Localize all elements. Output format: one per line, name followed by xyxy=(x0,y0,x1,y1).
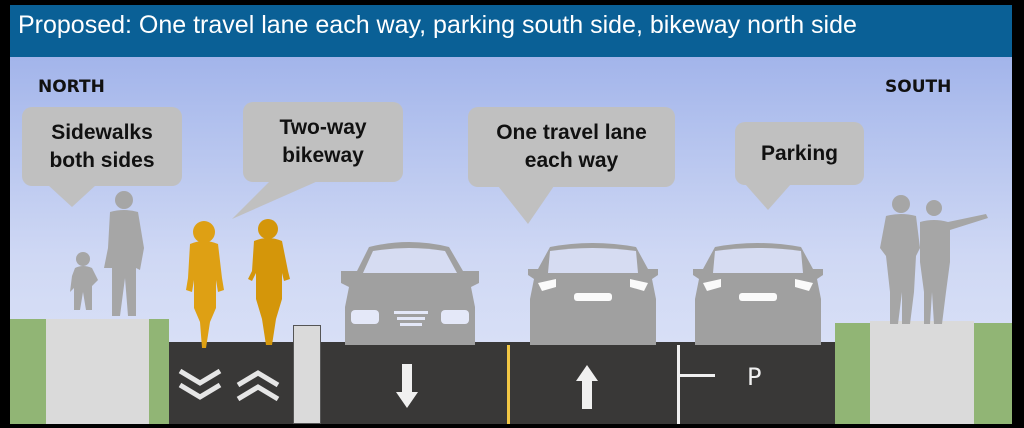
car-front-icon xyxy=(341,242,479,345)
callout-text: bikeway xyxy=(282,144,364,167)
callout-tail xyxy=(48,185,96,207)
callout-text: One travel lane xyxy=(496,121,647,144)
callout-parking: Parking xyxy=(735,122,864,185)
buffer-post xyxy=(293,325,321,424)
page-title: Proposed: One travel lane each way, park… xyxy=(18,11,857,39)
callout-bikeway: Two-way bikeway xyxy=(243,102,403,182)
parking-symbol: P xyxy=(747,363,762,391)
south-planting-strip xyxy=(974,323,1012,424)
title-bar: Proposed: One travel lane each way, park… xyxy=(10,5,1012,57)
south-planting-strip-inner xyxy=(835,323,870,424)
callout-text: Parking xyxy=(760,141,839,165)
south-sidewalk xyxy=(870,321,974,424)
callout-text: Two-way xyxy=(279,116,367,139)
pedestrians-south-icon xyxy=(880,195,988,324)
callout-text: both sides xyxy=(49,148,155,172)
callout-tail xyxy=(745,184,791,210)
callout-tail xyxy=(232,181,318,219)
cyclist-icon xyxy=(186,221,224,348)
cyclist-icon xyxy=(248,219,290,345)
callout-text: each way xyxy=(524,149,619,172)
north-planting-strip xyxy=(10,319,46,424)
callout-text: Sidewalks xyxy=(51,120,153,144)
roadway xyxy=(169,342,835,424)
pedestrians-north-icon xyxy=(70,191,144,316)
south-label: SOUTH xyxy=(885,77,952,97)
parking-edge-line xyxy=(677,345,680,424)
chevron-up-icon xyxy=(236,370,280,402)
north-planting-strip-inner xyxy=(149,319,169,424)
callout-travel-lanes: One travel lane each way xyxy=(468,107,675,187)
north-label: NORTH xyxy=(38,77,105,97)
car-rear-icon xyxy=(528,243,658,345)
callout-tail xyxy=(498,186,554,224)
street-cross-section: Proposed: One travel lane each way, park… xyxy=(10,5,1012,424)
callout-sidewalks: Sidewalks both sides xyxy=(22,107,182,186)
north-sidewalk xyxy=(46,319,149,424)
arrow-up-icon xyxy=(576,365,598,409)
center-line xyxy=(507,345,510,424)
parking-tick xyxy=(679,374,715,377)
chevron-down-icon xyxy=(178,368,222,400)
arrow-down-icon xyxy=(396,364,418,408)
car-rear-icon xyxy=(693,243,823,345)
